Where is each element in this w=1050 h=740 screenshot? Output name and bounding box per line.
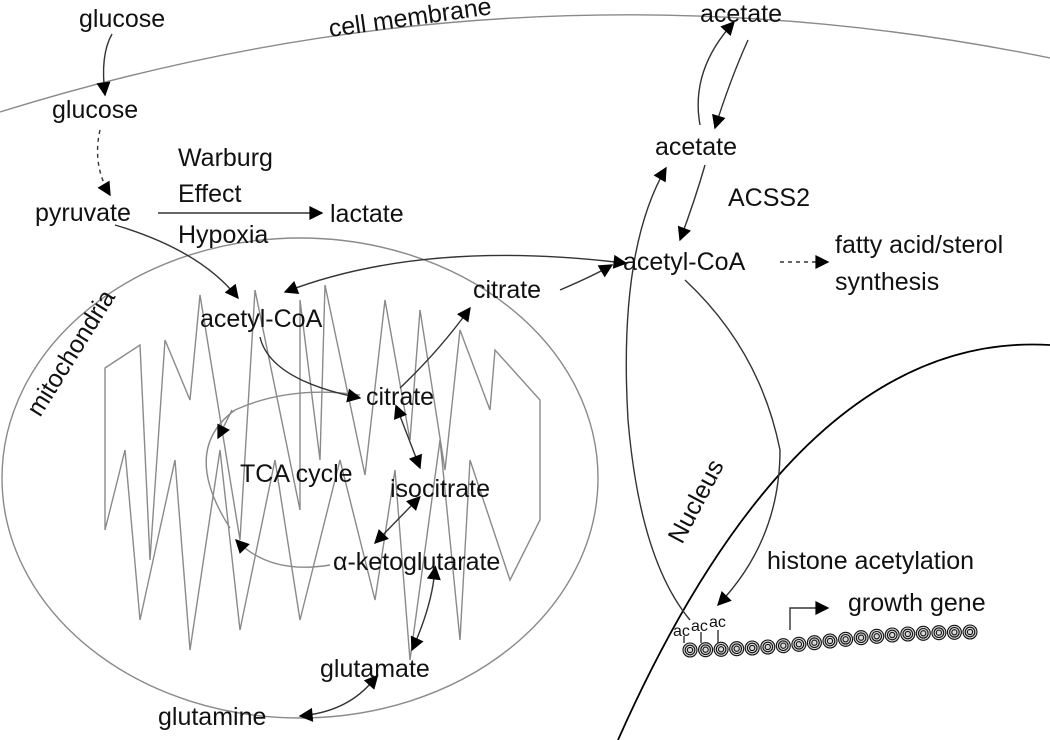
label-hypoxia: Hypoxia [178, 221, 268, 249]
nucleus-envelope [617, 343, 1050, 740]
label-nucleus: Nucleus [663, 455, 730, 548]
label-acetate-out: acetate [700, 0, 782, 28]
label-glutamate: glutamate [320, 655, 430, 683]
label-ac-2: ac [691, 618, 708, 635]
label-effect: Effect [178, 180, 242, 208]
label-citrate-mito: citrate [366, 383, 434, 411]
nucleosome-bead [933, 627, 945, 639]
tca-arrow-top [217, 409, 233, 440]
nucleosome-bead [826, 637, 834, 645]
chromatin-fiber [682, 624, 978, 658]
arrow-histone-acetate [625, 166, 691, 621]
label-alpha-ketoglutarate: α-ketoglutarate [333, 548, 500, 576]
nucleosome-bead [904, 630, 911, 638]
arrow-glutamate-glutamine [298, 674, 379, 722]
nucleosome-bead [749, 644, 756, 652]
nucleosome-bead [917, 627, 929, 639]
nucleosome-bead [795, 641, 803, 648]
nucleosome-bead [824, 635, 836, 647]
label-cell-membrane: cell membrane [327, 0, 493, 43]
nucleosome-bead [873, 633, 880, 640]
arrow-acetylcoa-citrate [259, 336, 362, 403]
nucleosome-bead [764, 643, 771, 651]
label-synthesis: synthesis [835, 268, 939, 296]
arrow-glycolysis [96, 129, 111, 197]
label-glucose-in: glucose [52, 96, 138, 124]
nucleosome-bead [840, 633, 851, 645]
nucleosome-bead [684, 644, 696, 656]
arrow-acetylcoa-histone [684, 279, 781, 607]
label-lactate: lactate [330, 200, 404, 228]
nucleosome-bead [964, 626, 976, 638]
nucleosome-bead [889, 631, 896, 639]
nucleosome-bead [809, 637, 820, 649]
label-fatty-acid: fatty acid/sterol [835, 231, 1003, 259]
nucleosome-bead [793, 638, 805, 650]
label-warburg: Warburg [178, 144, 273, 172]
label-acetyl-coa-mito: acetyl-CoA [200, 305, 323, 333]
label-ac-3: ac [709, 614, 726, 631]
arrow-acetate-in [712, 39, 749, 130]
label-acss2: ACSS2 [728, 184, 810, 212]
nucleosome-bead [871, 630, 883, 642]
arrow-akg-glutamate [410, 565, 441, 652]
nucleosome-bead [855, 632, 867, 644]
nucleosome-bead [951, 629, 958, 636]
label-histone-acetylation: histone acetylation [767, 547, 974, 575]
cell-membrane-line [0, 14, 1050, 113]
arrow-mito-cyto-acetylcoa [283, 254, 628, 295]
arrow-glucose-in [96, 33, 113, 97]
nucleosome-bead [700, 644, 711, 656]
nucleosome-bead [886, 629, 898, 641]
mitochondrion-cristae [104, 284, 541, 661]
label-mitochondria: mitochondria [21, 285, 121, 421]
arrow-citrate-isocitrate [393, 404, 423, 470]
label-acetate-in: acetate [655, 133, 737, 161]
arrow-acss2 [677, 164, 706, 242]
tca-arrow-bottom [235, 538, 331, 568]
label-tca-cycle: TCA cycle [240, 460, 353, 488]
nucleosome-bead [920, 630, 927, 637]
nucleosome-bead [733, 645, 740, 652]
nucleosome-bead [717, 646, 725, 653]
label-acetyl-coa-cytosol: acetyl-CoA [623, 248, 746, 276]
label-glucose-out: glucose [79, 5, 165, 33]
label-isocitrate: isocitrate [390, 475, 490, 503]
label-glutamine: glutamine [158, 703, 266, 731]
nucleosome-bead [780, 642, 787, 649]
promoter-arrow [789, 601, 830, 630]
arrow-pyruvate-acetylcoa [114, 224, 239, 300]
nucleosome-bead [902, 628, 914, 640]
nucleosome-bead [746, 642, 758, 654]
nucleosome-bead [777, 640, 789, 652]
nucleosome-bead [762, 641, 774, 653]
label-growth-gene: growth gene [848, 589, 986, 617]
nucleosome-bead [715, 643, 727, 655]
nucleosome-bead [811, 639, 818, 646]
arrow-acetate-out [697, 20, 735, 126]
nucleosome-bead [949, 626, 960, 638]
label-citrate-cytosol: citrate [473, 276, 541, 304]
nucleosome-bead [731, 643, 743, 655]
nucleosome-bead [686, 646, 694, 654]
nucleosome-bead [935, 629, 943, 636]
label-ac-1: ac [673, 623, 690, 640]
arrow-isocitrate-akg [374, 495, 421, 545]
nucleosome-bead [966, 628, 974, 636]
tca-cycle-loop [205, 391, 361, 529]
nucleosome-bead [857, 634, 865, 641]
arrow-citrate-export [399, 306, 471, 389]
nucleosome-bead [842, 636, 849, 643]
arrow-citrate-acetylcoa [559, 264, 614, 291]
label-pyruvate: pyruvate [35, 199, 131, 227]
nucleosome-bead [702, 646, 709, 653]
